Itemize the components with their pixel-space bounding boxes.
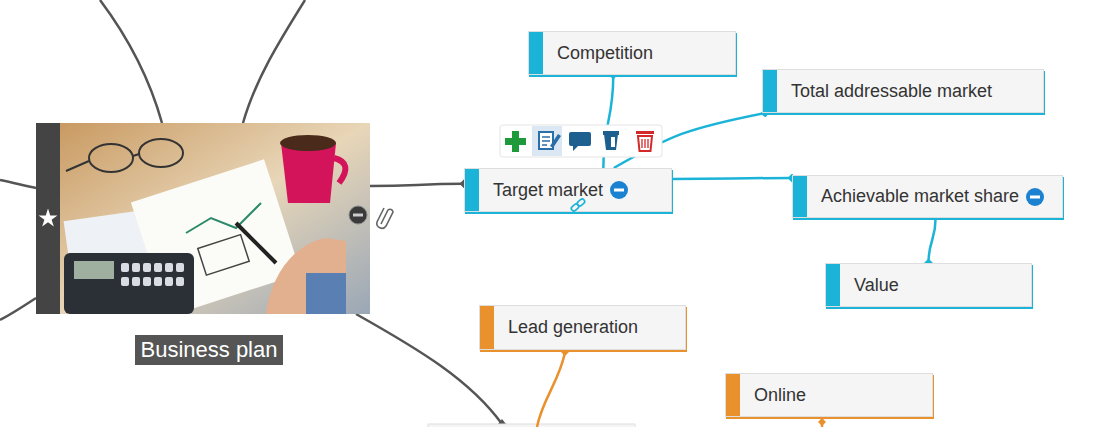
central-topic: Business plan (36, 123, 370, 314)
branch-line (537, 352, 565, 427)
topic-text: Competition (557, 43, 653, 64)
topic-picture (36, 123, 370, 314)
branch-end-diamond (818, 418, 826, 426)
collapse-minus (614, 189, 624, 192)
offscreen-branch-lines (0, 0, 502, 424)
edit-icon (539, 132, 561, 149)
topic-color-bar (726, 374, 740, 416)
topic-text: Target market (493, 180, 603, 201)
topic-box: Lead generation (479, 305, 686, 350)
star-icon (39, 209, 58, 227)
branch-connector (672, 177, 792, 180)
paint-icon (603, 131, 619, 150)
node-toolbar (500, 125, 662, 157)
topic-text: Lead generation (508, 317, 638, 338)
comment-icon (569, 132, 591, 151)
topic-color-bar (793, 176, 807, 217)
topic-text: Total addressable market (791, 81, 992, 102)
offscreen-box (428, 424, 635, 427)
add-icon (505, 131, 526, 152)
branch-line (243, 0, 305, 123)
collapse-circle (1026, 188, 1044, 206)
topic-color-bar (480, 306, 494, 349)
branch-connector (370, 184, 464, 186)
branch-line (0, 180, 36, 188)
topic-box: Achievable market share (792, 175, 1063, 218)
topic-color-bar (465, 169, 479, 211)
topic-title: Business plan (135, 335, 284, 365)
topic-text: Achievable market share (821, 186, 1019, 207)
branch-connector (929, 218, 936, 263)
link-icon (570, 198, 585, 212)
topic-text: Value (854, 275, 899, 296)
topic-color-bar (529, 32, 543, 74)
branch-line (100, 0, 162, 123)
topic-box: Value (825, 263, 1032, 307)
toolbar-panel (500, 125, 662, 157)
branch-connector (614, 113, 765, 168)
collapse-circle (610, 181, 628, 199)
topic-box: Competition (528, 31, 736, 75)
topic-color-bar (763, 70, 777, 112)
collapse-icon (609, 180, 629, 200)
delete-icon (636, 131, 654, 151)
topic-box: Target market (464, 168, 672, 212)
attachment-icon (377, 208, 393, 228)
business-photo (60, 123, 370, 314)
topic-box: Total addressable market (762, 69, 1044, 113)
toolbar-highlight (532, 126, 562, 156)
branch-line (0, 298, 36, 320)
topic-color-bar (826, 264, 840, 306)
topic-box: Online (725, 373, 933, 417)
topic-text: Online (754, 385, 806, 406)
collapse-icon (1025, 187, 1045, 207)
topic-bar (36, 123, 60, 314)
collapse-icon (349, 206, 367, 224)
collapse-minus (1030, 195, 1040, 198)
branch-connector (603, 75, 613, 168)
